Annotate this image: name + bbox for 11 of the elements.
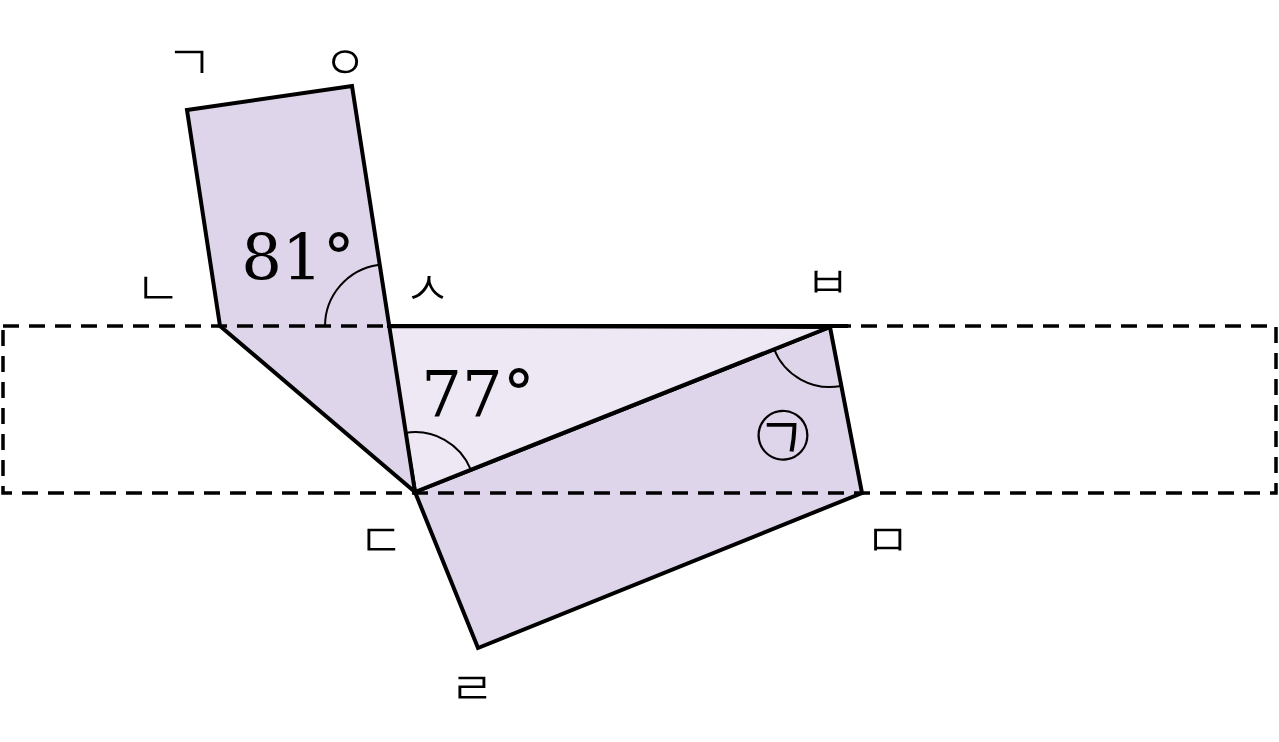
angle-label: 81° xyxy=(241,226,355,290)
point-label: ㄷ xyxy=(359,517,405,563)
point-label: ㄴ xyxy=(135,265,181,311)
region-label: ㉠ xyxy=(754,403,812,461)
point-label: ㅅ xyxy=(405,265,451,311)
angle-label: 77° xyxy=(421,362,535,426)
point-label: ㄹ xyxy=(449,665,495,711)
point-label: ㅂ xyxy=(805,259,851,305)
point-label: ㅇ xyxy=(322,39,368,85)
point-label: ㄱ xyxy=(167,39,213,85)
point-label: ㅁ xyxy=(865,517,911,563)
